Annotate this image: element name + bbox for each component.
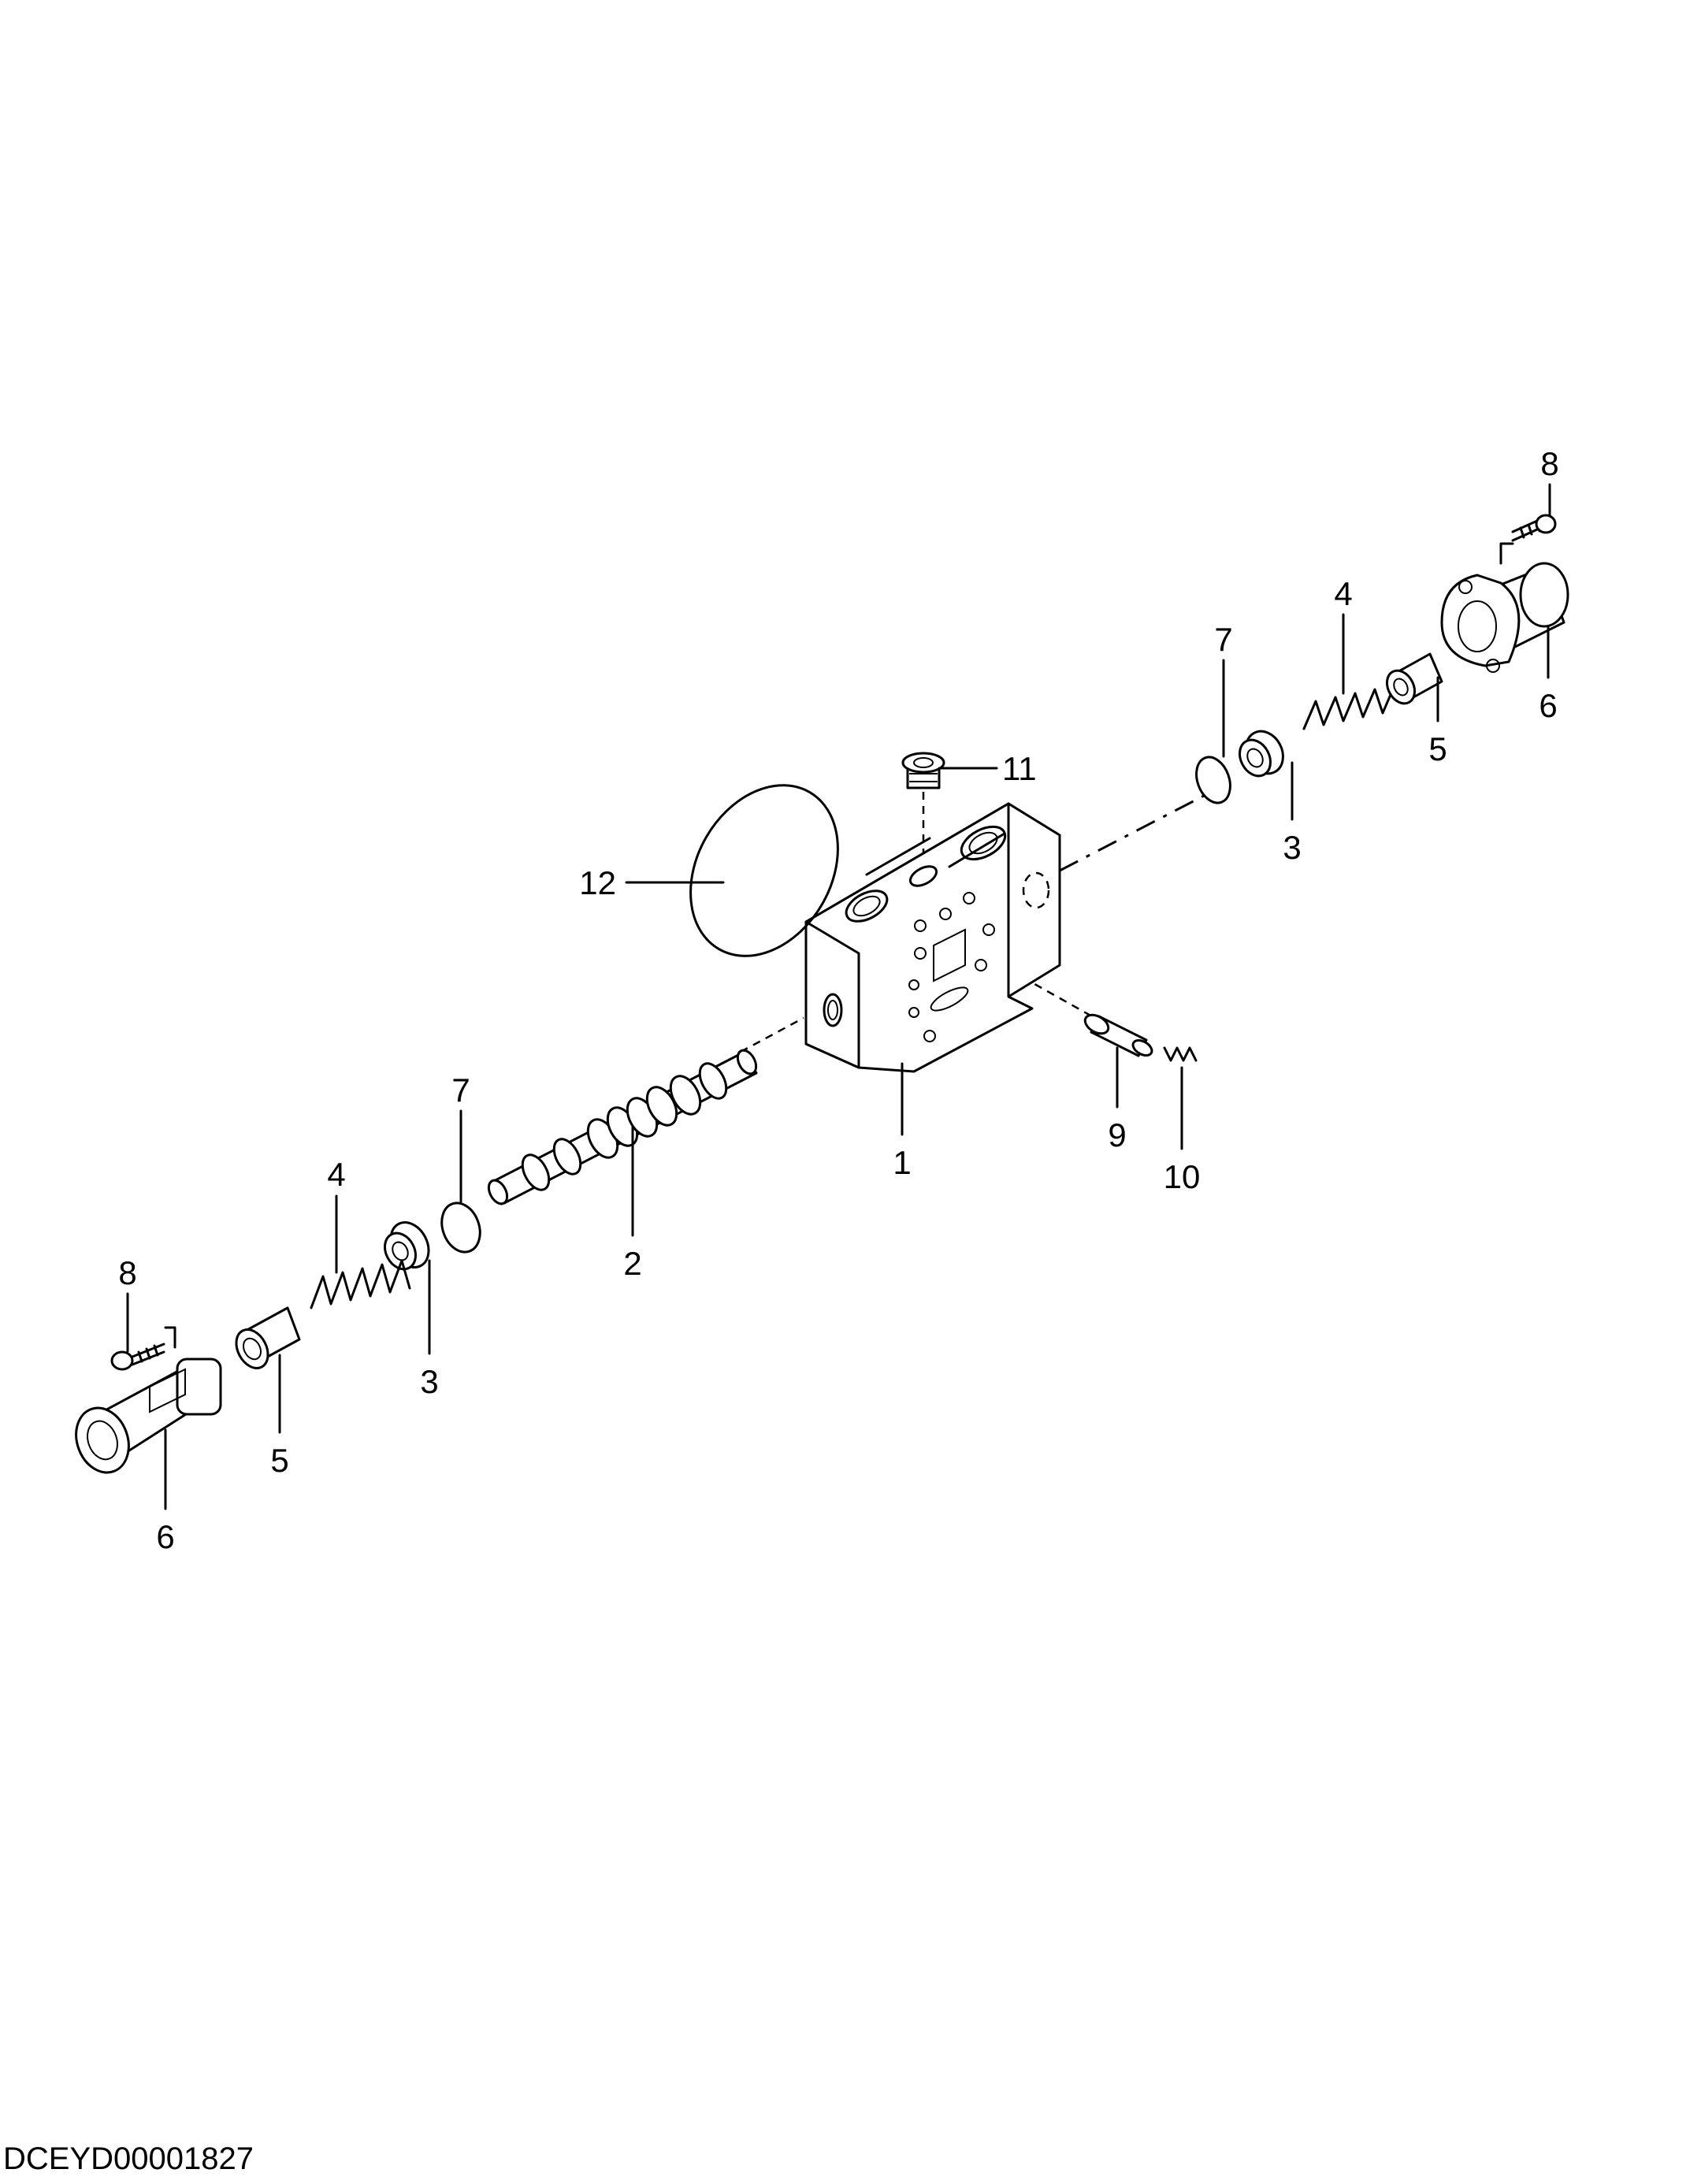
callout-10: 10 (1164, 1158, 1201, 1195)
part-7-o-ring-right (1195, 756, 1231, 804)
axis-line-check (972, 948, 1100, 1022)
part-6-cap-left (75, 1358, 222, 1474)
callout-1: 1 (893, 1144, 911, 1181)
part-3-retainer-left (384, 1221, 430, 1271)
callout-5-left: 5 (270, 1442, 288, 1479)
part-1-valve-body (804, 802, 1061, 1073)
axis-line-left (740, 1016, 804, 1053)
callout-labels: 1 2 3 3 4 4 5 5 6 6 7 7 8 8 9 10 11 12 (118, 445, 1558, 1555)
leader-lines (126, 483, 1551, 1510)
part-3-retainer-right (1239, 730, 1284, 778)
callout-4-left: 4 (327, 1156, 345, 1193)
part-11-plug (901, 752, 945, 789)
part-4-spring-right (1302, 684, 1396, 730)
callout-5-right: 5 (1428, 730, 1447, 767)
callout-6-right: 6 (1539, 687, 1557, 724)
callout-3-left: 3 (420, 1363, 438, 1400)
part-4-spring-left (310, 1259, 411, 1309)
part-2-spool (487, 1049, 758, 1205)
callout-7-right: 7 (1214, 621, 1232, 658)
part-5-sleeve-left (235, 1306, 301, 1369)
callout-8-left: 8 (118, 1254, 136, 1291)
callout-2: 2 (623, 1245, 641, 1282)
part-6-cap-right (1440, 562, 1569, 673)
part-7-o-ring-left (440, 1202, 481, 1254)
callout-12: 12 (579, 864, 616, 901)
document-code: DCEYD00001827 (3, 2141, 254, 2176)
callout-11: 11 (1002, 750, 1037, 787)
callout-8-right: 8 (1540, 445, 1558, 482)
axis-line-right (1059, 794, 1205, 872)
callout-9: 9 (1108, 1116, 1126, 1153)
callout-7-left: 7 (451, 1072, 470, 1109)
part-8-bolt-left (110, 1326, 176, 1371)
part-12-o-ring (689, 784, 839, 957)
part-5-sleeve-right (1385, 652, 1443, 705)
part-8-bolt-right (1499, 514, 1557, 565)
callout-3-right: 3 (1283, 829, 1301, 866)
part-10-spring-small (1163, 1046, 1198, 1062)
callout-4-right: 4 (1334, 575, 1352, 612)
callout-6-left: 6 (156, 1518, 174, 1555)
part-9-check-valve (1083, 1013, 1153, 1057)
